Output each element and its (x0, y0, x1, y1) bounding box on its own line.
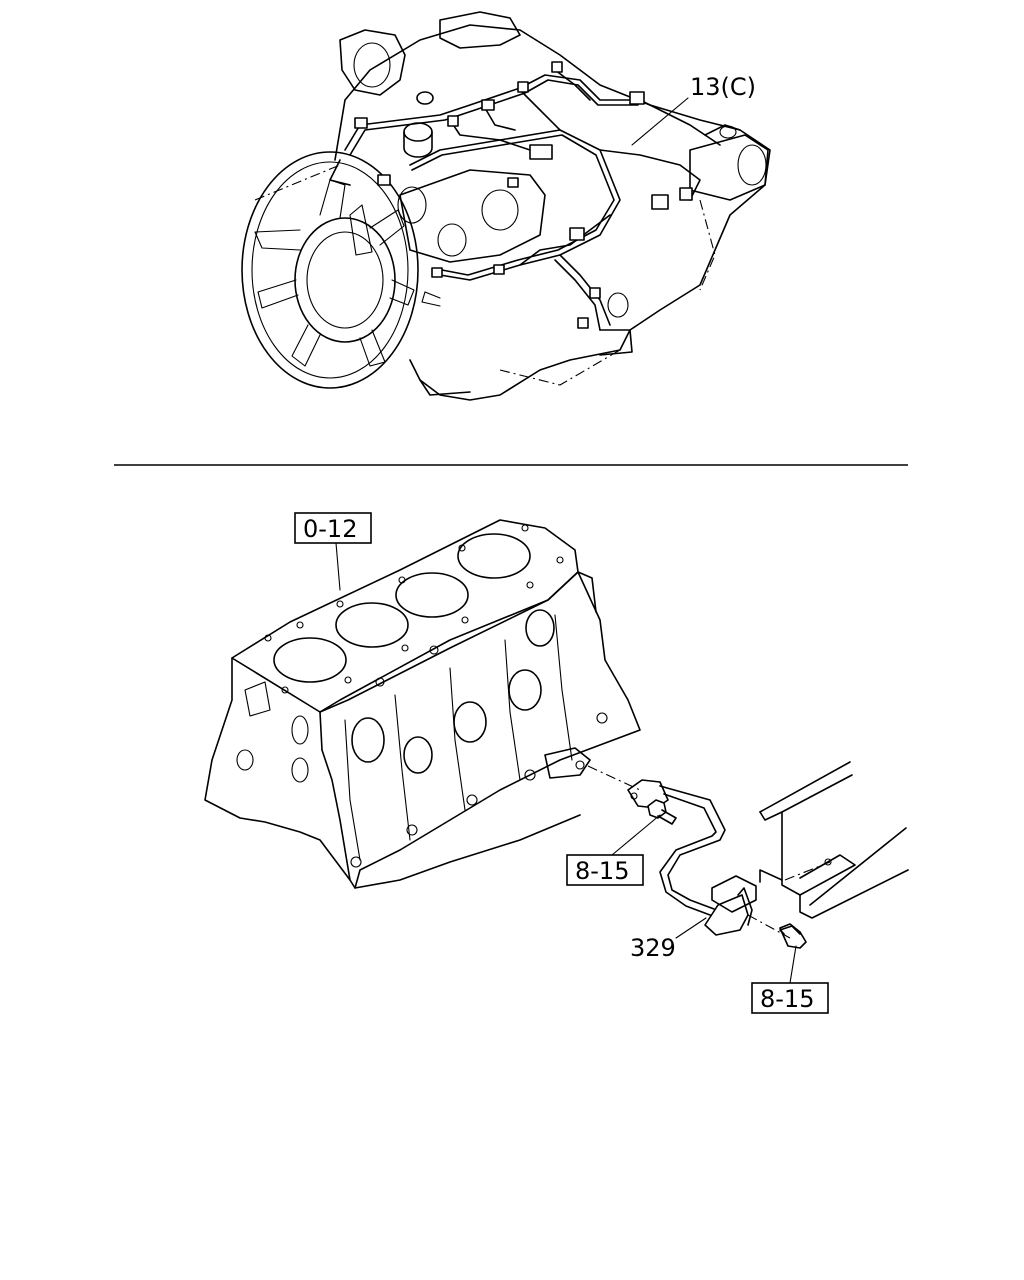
block-deck-surface (231, 519, 579, 713)
turbocharger (339, 29, 406, 96)
fan-outer-ring (241, 151, 419, 389)
bolt-lower (779, 923, 807, 949)
bolt-lower-leader-line (789, 945, 797, 984)
bolt-upper (647, 799, 677, 825)
sensor-assembly-329 (627, 779, 807, 949)
engine-assembly-illustration (241, 11, 771, 401)
sensor-bracket-upper (627, 779, 669, 809)
bolt-ref-lower-box (751, 982, 829, 1014)
fan-blades (254, 179, 415, 367)
block-ref-label: 0-12 (303, 515, 357, 543)
sensor-body (704, 894, 749, 936)
cylinder-bore-4 (457, 533, 531, 579)
harness-connector (354, 117, 368, 129)
block-leader-line (335, 542, 341, 591)
starter-motor (689, 134, 769, 201)
chassis-bracket (711, 761, 909, 939)
block-front-face (204, 657, 356, 889)
engine-block-outline (334, 24, 771, 401)
engine-wire-harness (329, 61, 721, 331)
harness-ref-label: 13(C) (690, 73, 756, 101)
harness-leader-line (631, 97, 689, 146)
cylinder-bore-3 (395, 572, 469, 618)
install-guide-line (587, 765, 641, 791)
injection-pump (399, 169, 546, 263)
sensor-mounting-tab (711, 875, 757, 913)
cylinder-bore-2 (335, 602, 409, 648)
block-ref-box (294, 512, 372, 544)
sensor-leader-line (675, 917, 707, 939)
bolt-upper-leader-line (611, 814, 661, 856)
sensor-mounting-boss (544, 747, 591, 779)
bolt-ref-upper-box (566, 854, 644, 886)
oil-filler-cap (403, 122, 433, 142)
sensor-part-label: 329 (630, 934, 676, 962)
cylinder-bore-1 (273, 637, 347, 683)
sensor-cable (659, 785, 726, 913)
deck-bolt-holes (264, 524, 564, 694)
cylinder-block-illustration (204, 519, 641, 889)
fan-hub (294, 217, 396, 343)
bolt-ref-upper-label: 8-15 (575, 857, 629, 885)
bolt-ref-lower-label: 8-15 (760, 985, 814, 1013)
